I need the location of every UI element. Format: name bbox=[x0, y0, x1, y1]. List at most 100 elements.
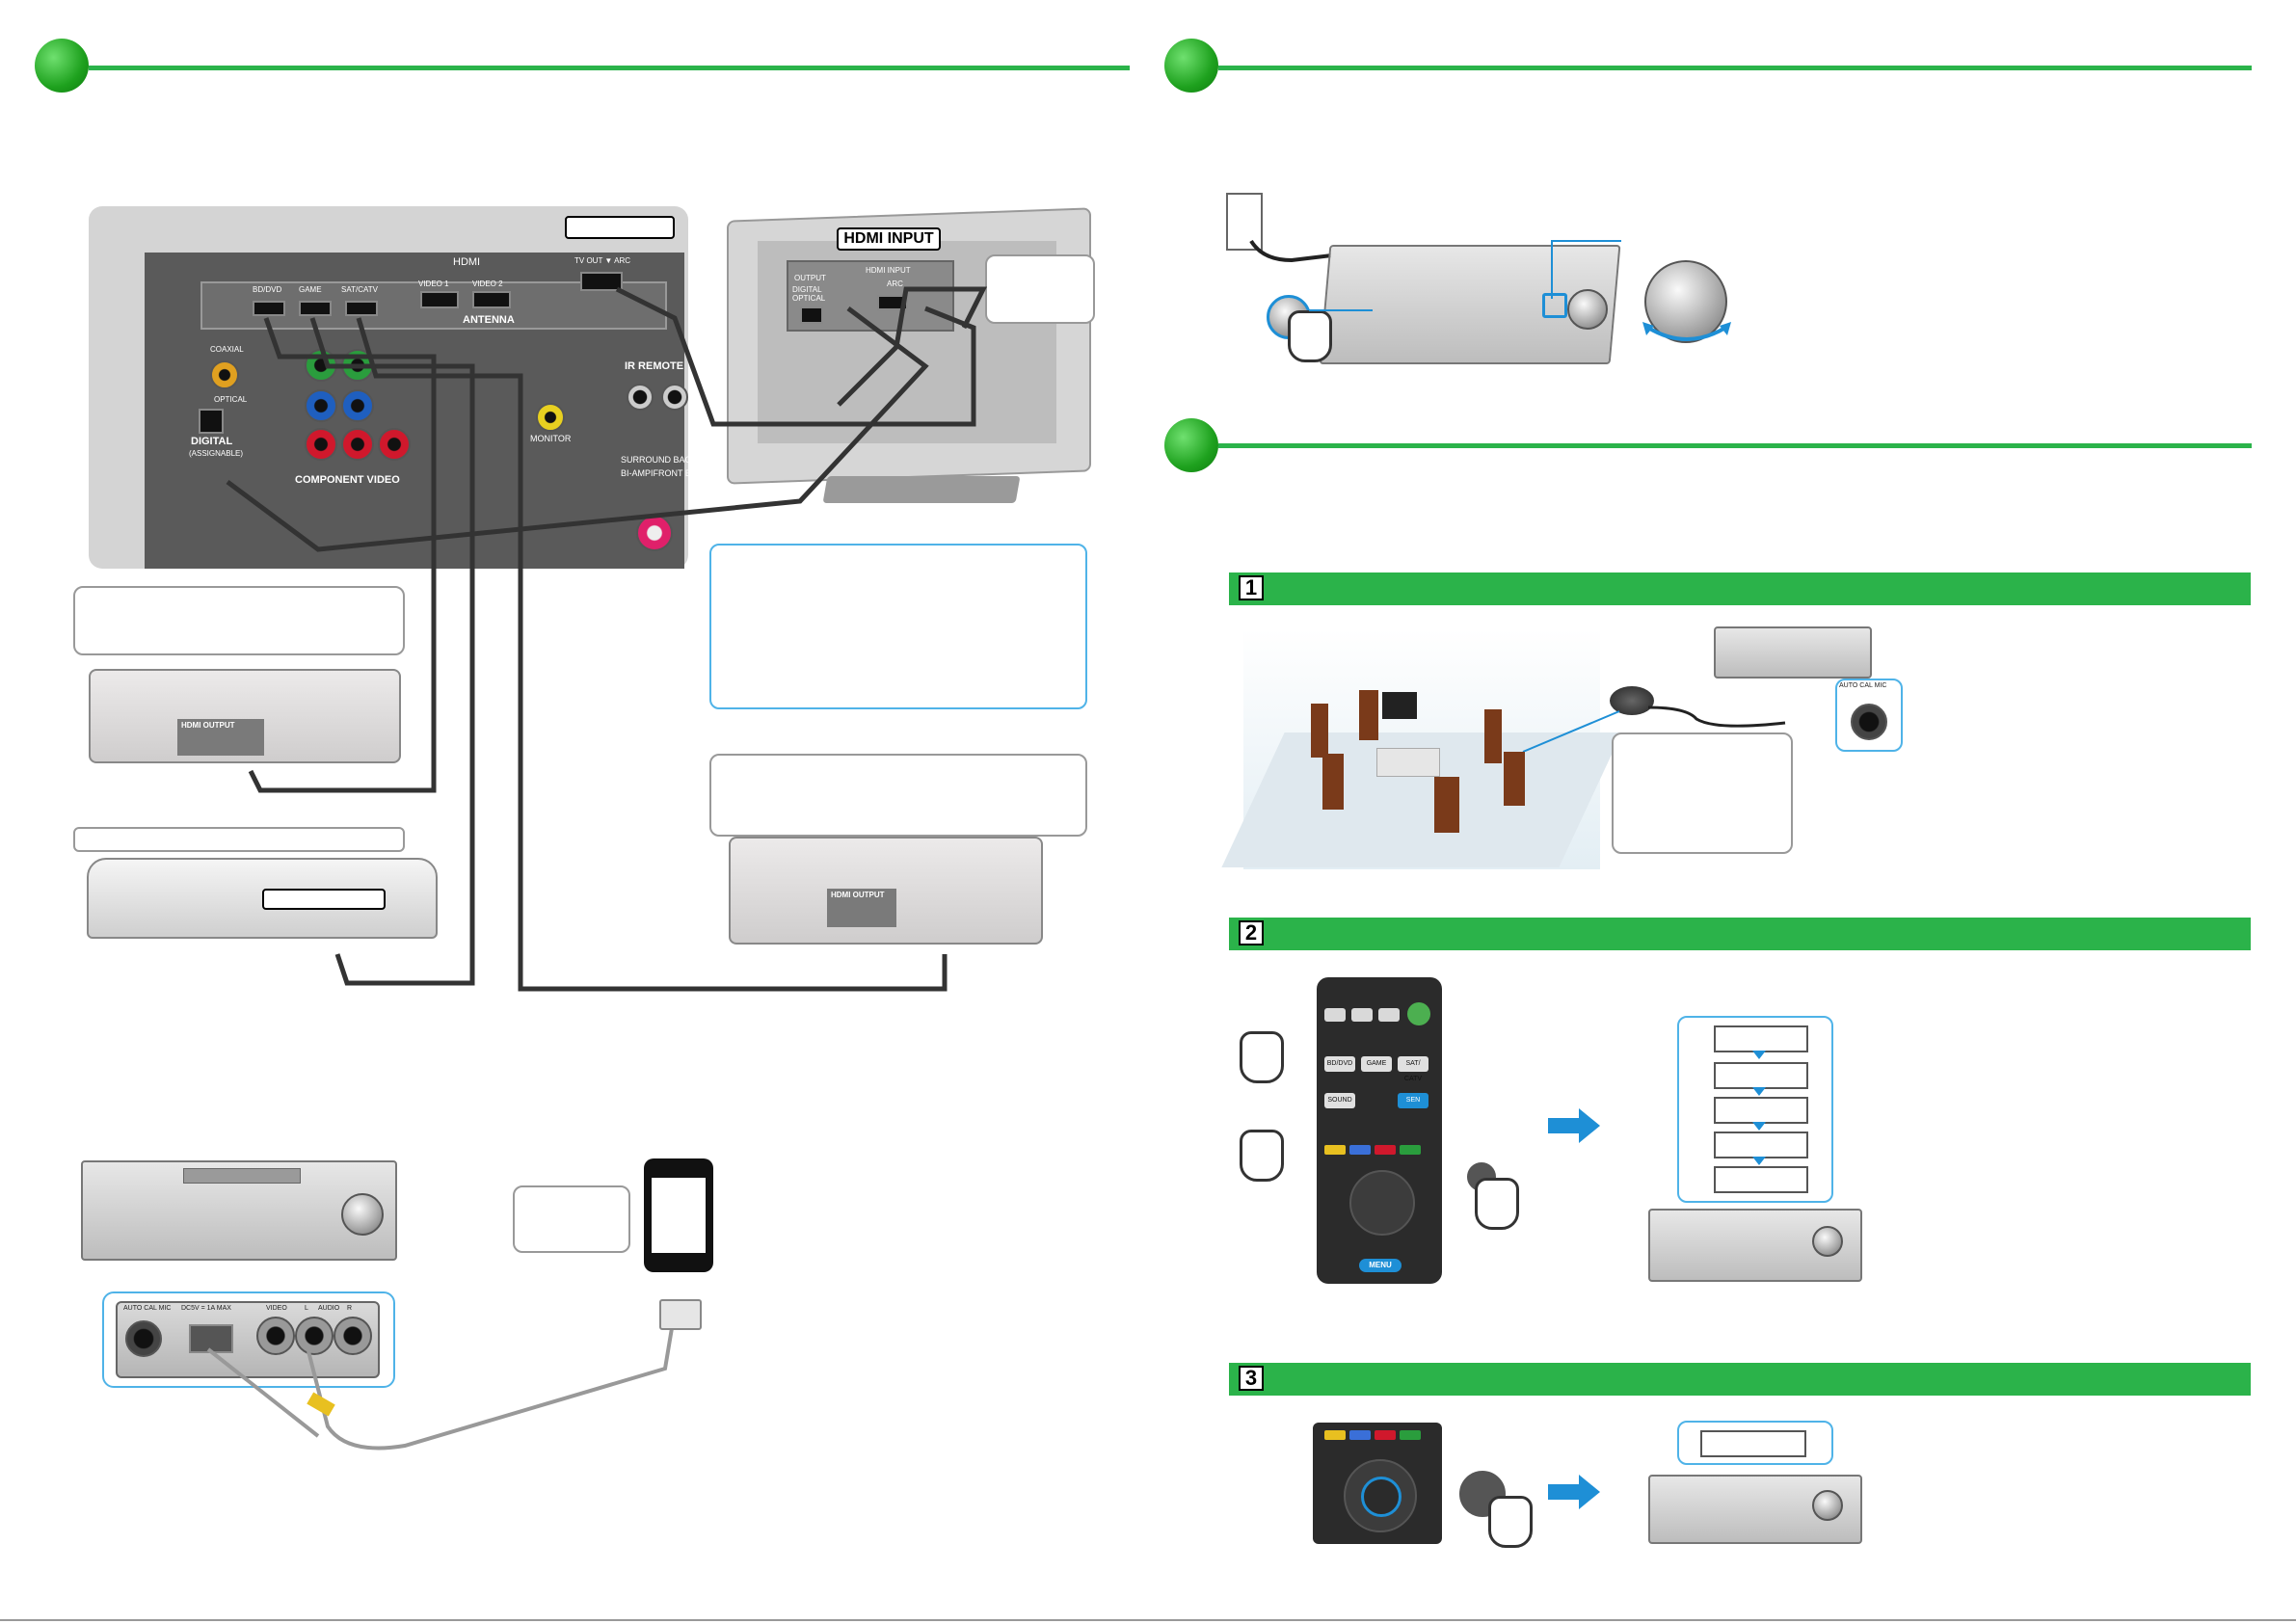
receiver-power-volume-knob bbox=[1567, 289, 1608, 330]
mic-jack-auto-cal-label: AUTO CAL MIC bbox=[1839, 682, 1887, 689]
tv-out-arc-label: TV OUT ▼ ARC bbox=[574, 256, 630, 265]
power-cord bbox=[1249, 239, 1341, 263]
receiver-front-display bbox=[183, 1168, 301, 1184]
surround-back-label: SURROUND BACK/ FR bbox=[621, 455, 714, 465]
bd-player-hdmi-output-label: HDMI OUTPUT bbox=[181, 721, 235, 730]
display-step-box-5 bbox=[1714, 1166, 1808, 1193]
remote-color-yellow[interactable] bbox=[1324, 1145, 1346, 1155]
remote-dpad[interactable] bbox=[1349, 1170, 1415, 1236]
remote-bd-dvd-button[interactable]: BD/DVD bbox=[1324, 1056, 1355, 1072]
sat-box-callout bbox=[709, 754, 1087, 837]
component-jack-red-1 bbox=[305, 428, 337, 461]
tv-out-arc-callout bbox=[565, 216, 675, 239]
video1-port-label: VIDEO 1 bbox=[418, 280, 449, 288]
volume-knob-closeup[interactable] bbox=[1644, 260, 1727, 343]
mic-cable bbox=[1522, 706, 1786, 752]
digital-assignable-label: (ASSIGNABLE) bbox=[189, 449, 244, 458]
speaker-front-right bbox=[1484, 709, 1502, 763]
remote-sound-button[interactable]: SOUND bbox=[1324, 1093, 1355, 1108]
hdmi-port-sat-catv bbox=[345, 301, 378, 316]
remote-color-green[interactable] bbox=[1400, 1145, 1421, 1155]
remote-menu-button[interactable]: MENU bbox=[1359, 1259, 1402, 1272]
ir-remote-in-jack bbox=[627, 384, 654, 411]
remote-top-button-1[interactable] bbox=[1324, 1008, 1346, 1022]
hand-press-icon-1 bbox=[1240, 1031, 1284, 1083]
remote3-enter-button[interactable] bbox=[1361, 1477, 1402, 1517]
remote-top-button-2[interactable] bbox=[1351, 1008, 1373, 1022]
step-number-1: 1 bbox=[1239, 575, 1264, 600]
mic-jack-socket bbox=[1851, 704, 1887, 740]
flow-arrow-step2 bbox=[1548, 1108, 1600, 1143]
remote-color-blue[interactable] bbox=[1349, 1145, 1371, 1155]
receiver-step2 bbox=[1648, 1209, 1862, 1282]
page-bottom-rule bbox=[0, 1619, 2296, 1621]
display-step-arrow-1 bbox=[1752, 1051, 1766, 1059]
tv-hdmi-input-port-label: HDMI INPUT bbox=[866, 266, 911, 275]
room-sofa bbox=[1376, 748, 1440, 777]
tv-digital-optical-label: DIGITAL OPTICAL bbox=[792, 285, 826, 303]
hdmi-group-label: HDMI bbox=[453, 256, 481, 268]
display-step-arrow-3 bbox=[1752, 1122, 1766, 1131]
rotate-arrow-icon bbox=[1642, 322, 1731, 341]
front-video-label: VIDEO bbox=[266, 1305, 287, 1312]
cable-hdmi-arc-secondary bbox=[837, 286, 988, 407]
receiver-step1 bbox=[1714, 626, 1872, 679]
receiver-power-button-marker[interactable] bbox=[1542, 293, 1567, 318]
ir-remote-out-jack bbox=[661, 384, 688, 411]
remote-sen-button[interactable]: SEN bbox=[1398, 1093, 1428, 1108]
component-jack-blue-2 bbox=[341, 389, 374, 422]
bd-player-port-panel bbox=[177, 719, 264, 756]
remote-game-button[interactable]: GAME bbox=[1361, 1056, 1392, 1072]
bd-player-callout bbox=[73, 586, 405, 655]
remote3-color-green[interactable] bbox=[1400, 1430, 1421, 1440]
section-marker-connect bbox=[35, 39, 89, 93]
section-marker-setup bbox=[1164, 418, 1218, 472]
video2-port-label: VIDEO 2 bbox=[472, 280, 503, 288]
ir-remote-label: IR REMOTE bbox=[625, 360, 684, 372]
remote3-color-blue[interactable] bbox=[1349, 1430, 1371, 1440]
speaker-center bbox=[1359, 690, 1378, 740]
remote-color-red[interactable] bbox=[1375, 1145, 1396, 1155]
front-mic-jack bbox=[125, 1320, 162, 1357]
step-bar-1: 1 bbox=[1229, 572, 2251, 605]
hand-pointer-icon bbox=[1288, 310, 1332, 362]
coaxial-label: COAXIAL bbox=[210, 345, 244, 354]
ipod-dock-connector bbox=[659, 1299, 702, 1330]
sat-box-hdmi-output-label: HDMI OUTPUT bbox=[831, 891, 885, 899]
cable-diagram bbox=[226, 286, 988, 992]
power-leader-line bbox=[1551, 240, 1621, 299]
remote-sat-catv-button[interactable]: SAT/ CATV bbox=[1398, 1056, 1428, 1082]
ipod-callout bbox=[513, 1185, 630, 1253]
display-step-box-3 bbox=[1714, 1097, 1808, 1124]
cable-sat-catv bbox=[356, 317, 948, 992]
display-step-arrow-2 bbox=[1752, 1087, 1766, 1096]
section-rule-power bbox=[1218, 66, 2252, 70]
component-jack-red-3 bbox=[378, 428, 411, 461]
optical-jack bbox=[199, 409, 224, 434]
front-audio-l-jack bbox=[295, 1317, 334, 1355]
speaker-surround-left bbox=[1322, 754, 1344, 810]
tv-note-callout bbox=[985, 254, 1095, 324]
coaxial-jack bbox=[210, 360, 239, 389]
monitor-video-jack bbox=[536, 403, 565, 432]
front-audio-l-label: L bbox=[305, 1305, 308, 1312]
digital-label: DIGITAL bbox=[191, 436, 233, 447]
tv-output-label: OUTPUT bbox=[794, 274, 826, 282]
component-video-label: COMPONENT VIDEO bbox=[295, 474, 400, 486]
bi-amp-label: BI-AMPIFRONT B bbox=[621, 468, 691, 478]
remote-top-button-3[interactable] bbox=[1378, 1008, 1400, 1022]
front-audio-r-label: R bbox=[347, 1305, 353, 1312]
tv-optical-port bbox=[800, 306, 823, 324]
tv-arc-label: ARC bbox=[887, 280, 903, 288]
remote-power-button[interactable] bbox=[1407, 1002, 1430, 1025]
ipod-screen bbox=[652, 1178, 706, 1253]
display-step-arrow-4 bbox=[1752, 1157, 1766, 1165]
display-step-box-2 bbox=[1714, 1062, 1808, 1089]
speaker-surround-right bbox=[1504, 752, 1525, 806]
tv-hdmi-input-label: HDMI INPUT bbox=[837, 227, 941, 251]
ipod-cable bbox=[206, 1310, 677, 1451]
remote3-color-red[interactable] bbox=[1375, 1430, 1396, 1440]
remote3-color-yellow[interactable] bbox=[1324, 1430, 1346, 1440]
receiver-step3-knob bbox=[1812, 1490, 1843, 1521]
hdmi-port-video1 bbox=[420, 291, 459, 308]
